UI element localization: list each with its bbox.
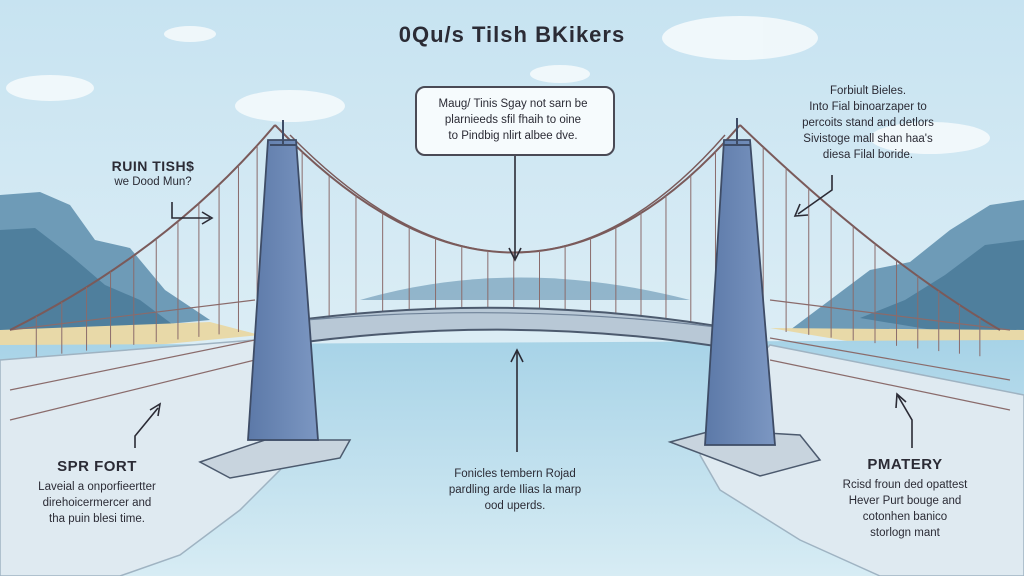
bottom-left-line: direhoicermercer and — [42, 497, 152, 509]
top-right-line: diesa Filal boride. — [822, 149, 914, 161]
top-left-line: we Dood Mun? — [114, 176, 192, 188]
bottom-right-line: storlogn mant — [870, 527, 940, 539]
mountains-left — [0, 192, 210, 345]
distant-hill — [360, 277, 690, 300]
top-right-label: Forbiult Bieles. Into Fial binoarzaper t… — [778, 83, 958, 163]
center-callout-box — [415, 86, 615, 156]
left-tower — [198, 120, 352, 479]
top-right-pointer-arrow — [797, 175, 833, 215]
right-tower — [667, 118, 822, 477]
bottom-left-pointer-arrow — [134, 407, 159, 448]
deck-top — [282, 312, 741, 331]
left-approach-railing — [9, 299, 256, 421]
top-right-line: Forbiult Bieles. — [829, 85, 907, 97]
bottom-right-line: cotonhen banico — [862, 511, 948, 523]
bottom-right-heading: PMATERY — [867, 456, 943, 473]
bottom-right-line: Rcisd froun ded opattest — [842, 479, 968, 491]
top-left-heading: RUIN TISH$ — [111, 158, 195, 174]
bottom-left-heading: SPR FORT — [57, 458, 137, 475]
suspender-cables — [35, 145, 981, 357]
center-callout-line: to Pindbig nlirt albee dve. — [448, 130, 578, 142]
center-callout-line: plarnieeds sfil fhaih to oine — [444, 114, 582, 126]
top-left-pointer-arrow — [171, 202, 210, 219]
center-callout-line: Maug/ Tinis Sgay not sarn be — [438, 98, 588, 110]
bottom-left-line: tha puin blesi time. — [49, 513, 145, 525]
bottom-right-line: Hever Purt bouge and — [848, 495, 962, 507]
clouds — [6, 16, 990, 154]
bottom-right-label: PMATERY Rcisd froun ded opattest Hever P… — [820, 456, 990, 541]
diagram-title: 0Qu/s Tilsh BKikers — [398, 22, 626, 47]
right-approach-railing — [769, 299, 1011, 411]
bottom-right-pointer-arrow — [897, 395, 913, 448]
top-right-line: Into Fial binoarzaper to — [809, 101, 927, 113]
bottom-center-line: pardling arde Ilias la marp — [448, 484, 582, 496]
top-right-line: Sivistoge mall shan haa's — [803, 133, 933, 145]
annotation-arrows — [134, 155, 913, 452]
center-callout-text: Maug/ Tinis Sgay not sarn be plarnieeds … — [420, 96, 606, 144]
bottom-center-line: ood uperds. — [484, 500, 546, 512]
bottom-center-line: Fonicles tembern Rojad — [454, 468, 576, 480]
top-left-label: RUIN TISH$ we Dood Mun? — [98, 158, 208, 190]
top-right-line: percoits stand and detlors — [802, 117, 934, 129]
bottom-left-line: Laveial a onporfieertter — [38, 481, 156, 493]
bottom-center-label: Fonicles tembern Rojad pardling arde Ili… — [425, 466, 605, 514]
bottom-left-label: SPR FORT Laveial a onporfieertter direho… — [22, 458, 172, 527]
